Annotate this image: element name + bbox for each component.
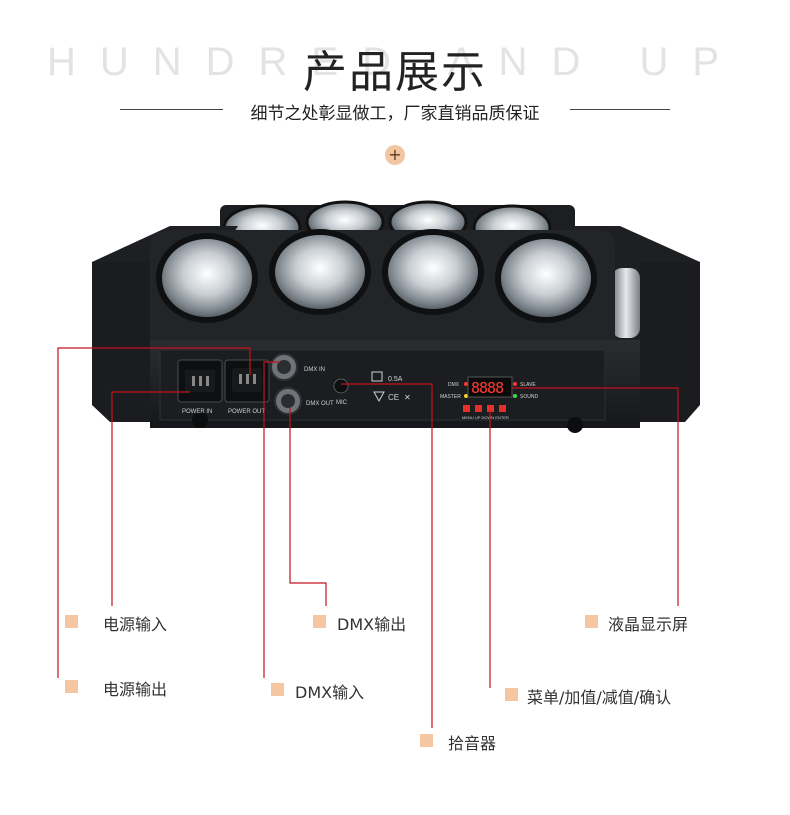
subtitle-divider-left bbox=[120, 109, 223, 110]
callout-line-dmx-out bbox=[289, 408, 327, 606]
callout-marker-mic bbox=[420, 734, 433, 747]
callout-marker-power-out bbox=[65, 680, 78, 693]
page-subtitle: 细节之处彰显做工，厂家直销品质保证 bbox=[250, 104, 540, 124]
callout-line-power-out bbox=[57, 347, 251, 678]
dmx-in-connector: DMX IN bbox=[270, 353, 325, 381]
svg-text:✕: ✕ bbox=[404, 393, 411, 402]
page-title: 产品展示 bbox=[303, 47, 487, 98]
buttons-label: MENU UP DOWN ENTER bbox=[462, 415, 509, 420]
right-chrome-pivot bbox=[612, 268, 640, 338]
callout-label-power-out: 电源输出 bbox=[103, 680, 168, 699]
callout-marker-power-in bbox=[65, 615, 78, 628]
callout-line-display bbox=[512, 387, 679, 606]
power-out-label: POWER OUT bbox=[228, 409, 265, 415]
callout-marker-dmx-out bbox=[313, 615, 326, 628]
callout-line-dmx-in bbox=[263, 361, 280, 678]
dmx-out-connector: DMX OUT bbox=[274, 387, 334, 415]
ce-mark: CE bbox=[388, 393, 399, 402]
slave-indicator-label: SLAVE bbox=[520, 382, 536, 388]
callout-line-power-in bbox=[111, 391, 190, 606]
power-out-socket: POWER OUT bbox=[224, 359, 270, 415]
callout-label-display: 液晶显示屏 bbox=[608, 615, 689, 634]
plus-icon[interactable]: + bbox=[385, 145, 405, 165]
callout-lines bbox=[57, 347, 679, 728]
callout-label-power-in: 电源输入 bbox=[103, 615, 168, 634]
master-indicator-label: MASTER bbox=[440, 394, 461, 400]
front-lens-row bbox=[150, 229, 615, 350]
base-body bbox=[92, 262, 700, 433]
callout-label-dmx-out: DMX输出 bbox=[337, 615, 407, 634]
callout-marker-buttons bbox=[505, 688, 518, 701]
dmx-indicator-label: DMX bbox=[448, 382, 460, 388]
fuse-label: 0.5A bbox=[388, 376, 403, 383]
dmx-out-label: DMX OUT bbox=[306, 401, 334, 407]
power-in-label: POWER IN bbox=[182, 409, 212, 415]
callout-marker-dmx-in bbox=[271, 683, 284, 696]
dmx-in-label: DMX IN bbox=[304, 367, 325, 373]
callout-label-dmx-in: DMX输入 bbox=[295, 683, 365, 702]
sound-indicator-label: SOUND bbox=[520, 394, 538, 400]
subtitle-divider-right bbox=[570, 109, 670, 110]
background-watermark-text: HUNDRED AND UP bbox=[46, 40, 744, 84]
mic-label: MIC bbox=[336, 400, 348, 406]
callout-label-mic: 拾音器 bbox=[448, 734, 497, 753]
safety-label: 0.5A CE ✕ bbox=[371, 371, 411, 403]
callout-marker-display bbox=[585, 615, 598, 628]
control-panel: DMX MASTER 8888 SLAVE SOUND MENU UP DOWN… bbox=[440, 376, 538, 420]
callout-line-mic bbox=[341, 383, 433, 728]
callout-label-buttons: 菜单/加值/减值/确认 bbox=[527, 688, 672, 707]
mic-hole: MIC bbox=[333, 378, 349, 406]
lcd-digits: 8888 bbox=[471, 379, 504, 397]
